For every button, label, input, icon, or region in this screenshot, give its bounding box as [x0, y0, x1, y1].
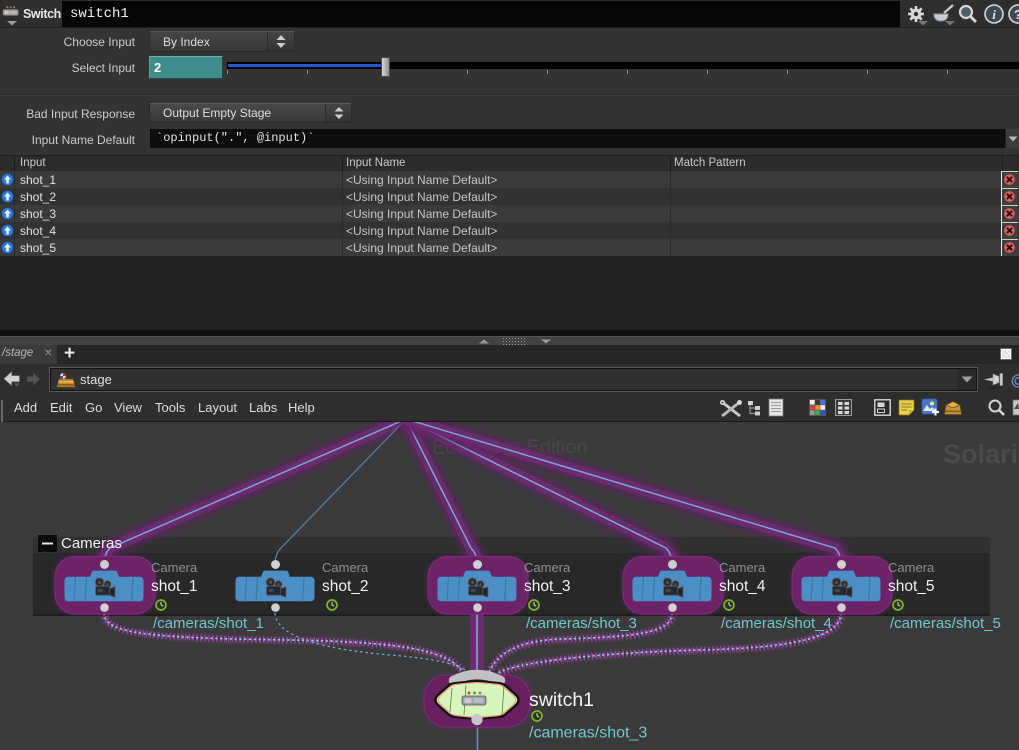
svg-text:Cameras: Cameras [61, 535, 122, 552]
svg-text:Camera: Camera [524, 560, 571, 575]
svg-text:/cameras/shot_4: /cameras/shot_4 [721, 615, 832, 632]
svg-text:shot_4: shot_4 [719, 578, 766, 595]
svg-text:shot_5: shot_5 [888, 578, 935, 595]
svg-text:Camera: Camera [888, 560, 935, 575]
svg-text:shot_1: shot_1 [151, 578, 198, 595]
svg-text:/cameras/shot_1: /cameras/shot_1 [153, 615, 264, 632]
svg-text:/cameras/shot_3: /cameras/shot_3 [529, 725, 647, 742]
svg-text:Camera: Camera [719, 560, 766, 575]
svg-text:/cameras/shot_5: /cameras/shot_5 [890, 615, 1001, 632]
svg-text:switch1: switch1 [529, 689, 594, 711]
svg-text:Camera: Camera [322, 560, 369, 575]
svg-text:?: ? [1014, 7, 1019, 22]
svg-text:Camera: Camera [151, 560, 198, 575]
svg-text:shot_3: shot_3 [524, 578, 571, 595]
svg-text:shot_2: shot_2 [322, 578, 369, 595]
svg-text:/cameras/shot_3: /cameras/shot_3 [526, 615, 637, 632]
svg-text:i: i [992, 7, 996, 22]
